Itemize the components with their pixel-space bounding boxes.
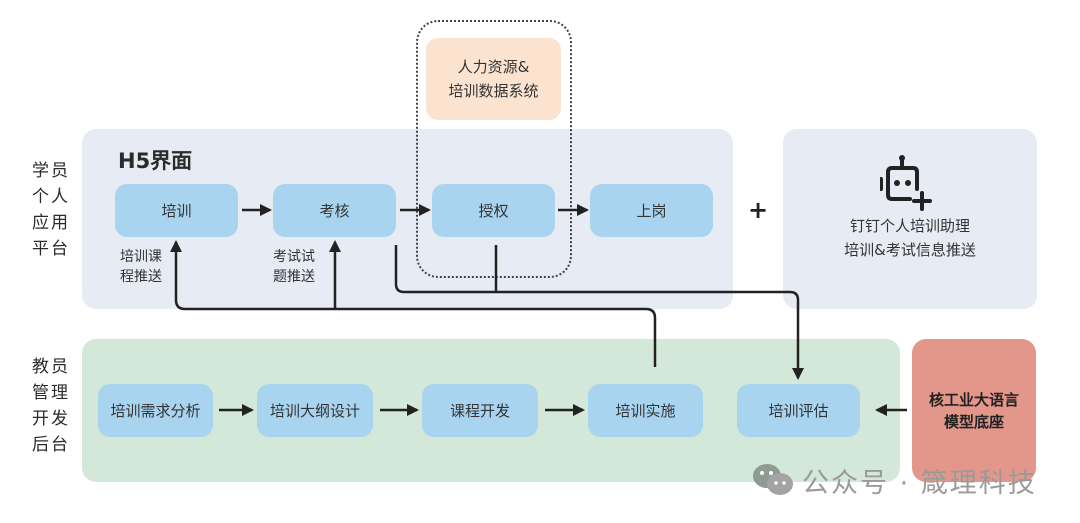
- plus-icon: +: [748, 196, 769, 224]
- step-label: 培训大纲设计: [269, 402, 360, 420]
- step-label: 授权: [478, 202, 509, 220]
- assistant-line-1: 钉钉个人培训助理: [849, 217, 970, 235]
- hr-line-1: 人力资源&: [457, 58, 530, 76]
- step-evaluation[interactable]: 培训评估: [737, 384, 860, 437]
- step-implementation[interactable]: 培训实施: [588, 384, 703, 437]
- wechat-icon: [753, 464, 793, 495]
- note-line: 培训课: [120, 249, 162, 265]
- label-line: 教员 管理 开发 后台: [32, 357, 70, 455]
- hr-training-data-system[interactable]: 人力资源& 培训数据系统: [426, 38, 561, 120]
- llm-line-2: 模型底座: [943, 412, 1004, 431]
- assistant-line-2: 培训&考试信息推送: [844, 241, 976, 259]
- line-to-evaluation: [394, 245, 804, 380]
- step-label: 课程开发: [449, 402, 510, 420]
- watermark: 公众号 · 箴理科技: [752, 460, 1037, 500]
- label-line: 学员 个人 应用 平台: [32, 161, 70, 259]
- step-label: 上岗: [636, 202, 667, 220]
- course-push-note: 培训课 程推送: [120, 247, 162, 287]
- robot-add-icon: [880, 155, 932, 211]
- exam-push-note: 考试试 题推送: [273, 247, 315, 287]
- step-label: 考核: [319, 202, 350, 220]
- step-needs-analysis[interactable]: 培训需求分析: [98, 384, 213, 437]
- step-outline-design[interactable]: 培训大纲设计: [257, 384, 373, 437]
- note-line: 程推送: [120, 269, 162, 285]
- watermark-text: 公众号 · 箴理科技: [802, 467, 1037, 499]
- step-training[interactable]: 培训: [115, 184, 238, 237]
- teacher-backend-label: 教员 管理 开发 后台: [32, 354, 72, 458]
- step-label: 培训: [161, 202, 192, 220]
- step-course-development[interactable]: 课程开发: [422, 384, 538, 437]
- dingtalk-assistant-panel: [783, 129, 1037, 309]
- h5-interface-title: H5界面: [118, 149, 193, 173]
- step-authorization[interactable]: 授权: [432, 184, 555, 237]
- note-line: 题推送: [273, 269, 315, 285]
- note-line: 考试试: [273, 249, 315, 265]
- step-label: 培训实施: [615, 402, 676, 420]
- step-label: 培训评估: [768, 402, 829, 420]
- authorization-group-outline: [416, 20, 572, 278]
- hr-line-2: 培训数据系统: [448, 82, 539, 100]
- llm-line-1: 核工业大语言: [928, 390, 1019, 409]
- step-label: 培训需求分析: [110, 402, 201, 420]
- step-assessment[interactable]: 考核: [273, 184, 396, 237]
- step-onboard[interactable]: 上岗: [590, 184, 713, 237]
- line-implementation-feedback: [170, 240, 657, 367]
- student-platform-label: 学员 个人 应用 平台: [32, 158, 72, 262]
- nuclear-llm-base[interactable]: 核工业大语言 模型底座: [912, 339, 1036, 482]
- dingtalk-assistant-text: 钉钉个人培训助理 培训&考试信息推送: [783, 214, 1037, 262]
